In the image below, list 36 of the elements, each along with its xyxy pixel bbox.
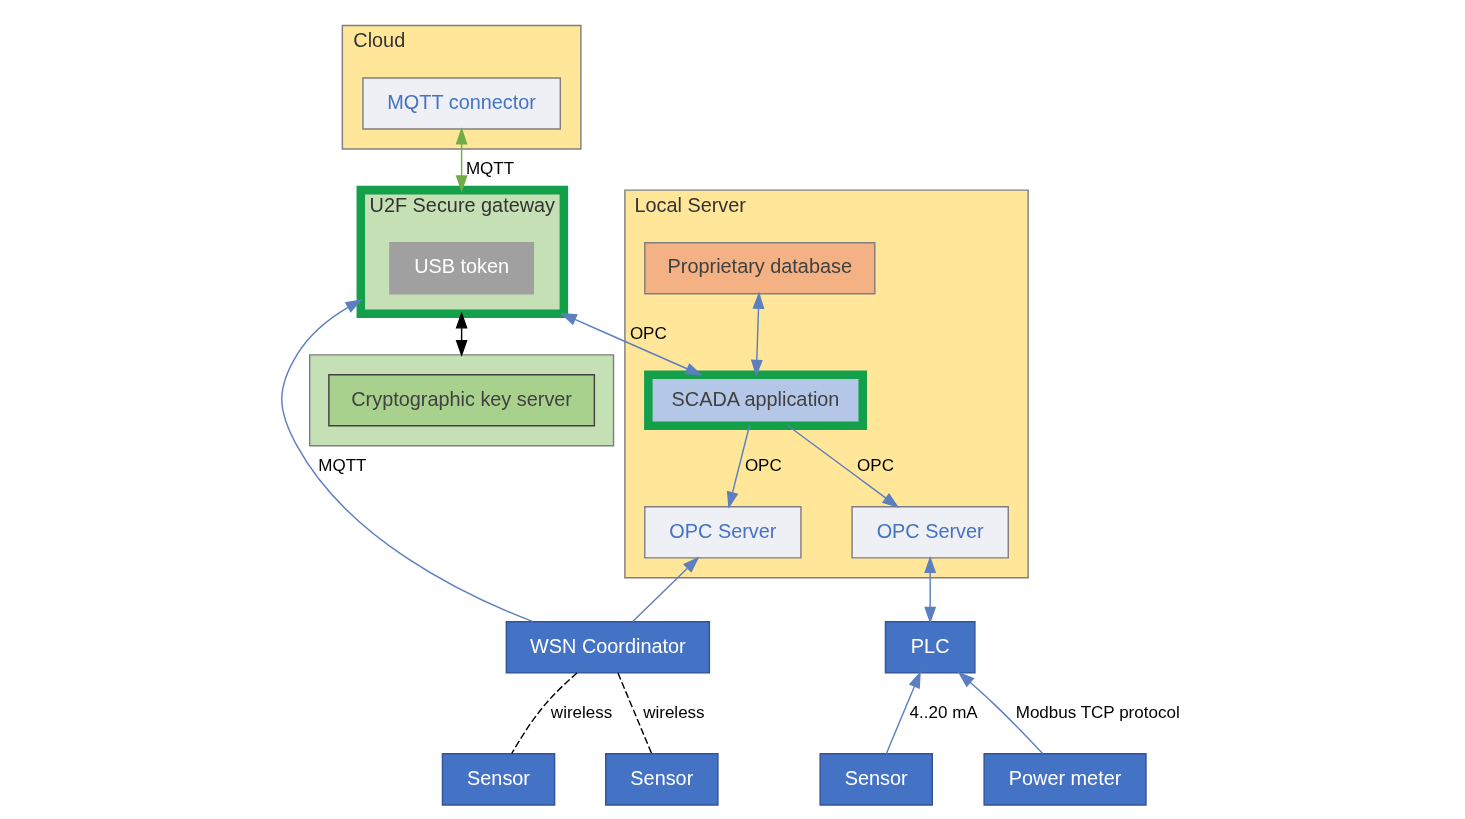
edge-label: MQTT xyxy=(317,455,366,475)
edge-label: OPC xyxy=(744,455,782,475)
node-box: OPC Server xyxy=(643,506,802,559)
arrow xyxy=(885,671,921,755)
arrow xyxy=(923,555,936,624)
node-box: Sensor xyxy=(604,753,719,806)
node-box: USB token xyxy=(388,241,534,295)
arrow xyxy=(750,291,764,377)
node-box: Sensor xyxy=(441,753,555,806)
cluster xyxy=(308,354,614,447)
node-box: PLC xyxy=(884,621,976,674)
edge-label: Modbus TCP protocol xyxy=(1015,702,1180,722)
node-box: MQTT connector xyxy=(361,77,561,130)
node-box: WSN Coordinator xyxy=(505,621,710,674)
connector xyxy=(616,672,652,755)
arrow xyxy=(957,671,1043,755)
node-box: Sensor xyxy=(818,753,933,806)
node-box: Proprietary database xyxy=(643,241,875,295)
arrow xyxy=(455,311,468,357)
node-box: SCADA application xyxy=(643,370,867,431)
arrow xyxy=(455,127,468,193)
arrow xyxy=(726,425,750,509)
edge-label: MQTT xyxy=(465,158,514,178)
edge-label: 4..20 mA xyxy=(909,702,978,722)
edge-label: wireless xyxy=(550,702,612,722)
arrow xyxy=(631,556,699,623)
arrow xyxy=(280,299,534,623)
arrow xyxy=(787,425,899,508)
edge-label: OPC xyxy=(856,455,894,475)
node-box: OPC Server xyxy=(850,506,1009,559)
node-box: Power meter xyxy=(982,753,1147,806)
arrow xyxy=(559,312,702,376)
edge-label: OPC xyxy=(629,323,667,343)
node-box: Cryptographic key server xyxy=(327,374,595,427)
edge-label: wireless xyxy=(642,702,705,722)
connector xyxy=(510,672,578,755)
